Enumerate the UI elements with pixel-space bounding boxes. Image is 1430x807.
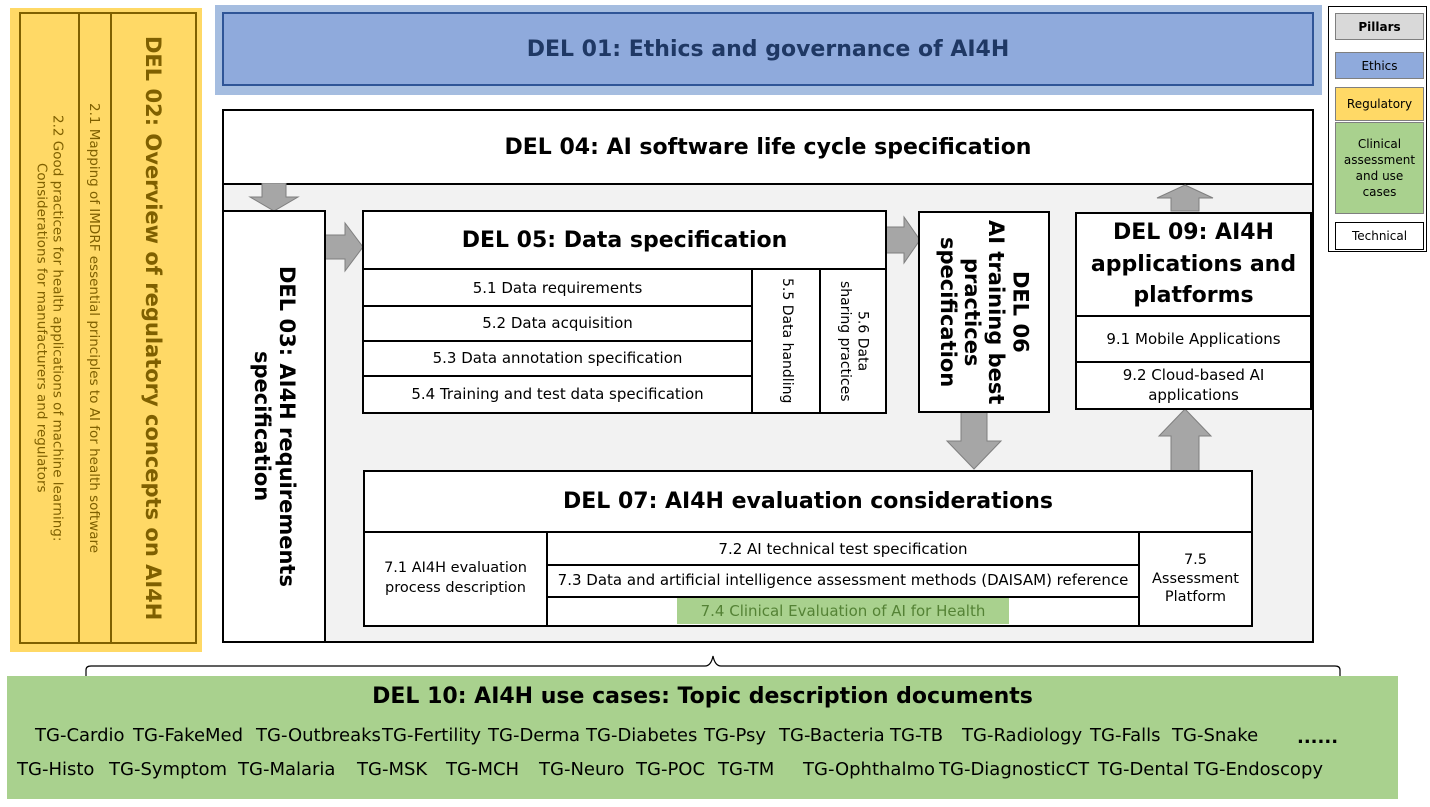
arrow-right-icon	[325, 221, 364, 273]
legend-technical: Technical	[1335, 222, 1424, 250]
arrow-up-icon	[1156, 184, 1214, 212]
topic-group: TG-Falls	[1090, 725, 1161, 746]
legend-regulatory: Regulatory	[1335, 87, 1424, 121]
topic-group: TG-Fertility	[382, 725, 482, 746]
del07-item-7-2: 7.2 AI technical test specification	[548, 533, 1138, 566]
topic-group: TG-FakeMed	[133, 725, 244, 746]
topic-group: TG-Neuro	[539, 759, 625, 780]
del02-item-2-2: 2.2 Good practices for health applicatio…	[33, 114, 66, 542]
topic-group: TG-Symptom	[109, 759, 228, 780]
topic-group: TG-Bacteria	[779, 725, 885, 746]
topic-group: TG-Diabetes	[586, 725, 698, 746]
del10-box: DEL 10: AI4H use cases: Topic descriptio…	[7, 676, 1398, 799]
del05-title: DEL 05: Data specification	[461, 227, 788, 253]
topic-group: TG-Malaria	[238, 759, 336, 780]
del07-header: DEL 07: AI4H evaluation considerations	[365, 472, 1251, 533]
del05-item-5-2: 5.2 Data acquisition	[364, 305, 751, 342]
legend-ethics: Ethics	[1335, 52, 1424, 79]
topic-group: TG-TB	[890, 725, 944, 746]
del02-sub1-column: 2.1 Mapping of IMDRF essential principle…	[78, 14, 112, 642]
arrow-down-icon	[248, 183, 300, 212]
arrow-up-icon	[1157, 408, 1213, 472]
arrow-right-icon	[886, 215, 921, 265]
topic-group: TG-DiagnosticCT	[939, 759, 1090, 780]
topic-group: TG-Cardio	[35, 725, 125, 746]
topic-group: TG-TM	[718, 759, 775, 780]
del10-title: DEL 10: AI4H use cases: Topic descriptio…	[372, 684, 1033, 709]
del01-title: DEL 01: Ethics and governance of AI4H	[526, 36, 1010, 62]
topic-group: TG-MSK	[357, 759, 428, 780]
del02-title-column: DEL 02: Overview of regulatory concepts …	[110, 14, 195, 642]
del04-title: DEL 04: AI software life cycle specifica…	[504, 134, 1032, 160]
del05-header: DEL 05: Data specification	[364, 212, 885, 270]
curly-brace-icon	[85, 655, 1341, 682]
topic-group: TG-Derma	[488, 725, 581, 746]
del02-pillar: 2.2 Good practices for health applicatio…	[19, 12, 197, 644]
topic-group: TG-Psy	[704, 725, 767, 746]
del07-title: DEL 07: AI4H evaluation considerations	[562, 489, 1054, 514]
topic-group: TG-Outbreaks	[256, 725, 381, 746]
del02-title: DEL 02: Overview of regulatory concepts …	[141, 35, 166, 621]
topic-group: TG-POC	[636, 759, 706, 780]
del02-item-2-1: 2.1 Mapping of IMDRF essential principle…	[86, 102, 103, 554]
topic-group: TG-Histo	[17, 759, 95, 780]
del05-box: DEL 05: Data specification 5.1 Data requ…	[362, 210, 887, 414]
arrow-down-icon	[945, 411, 1003, 470]
del05-item-5-1: 5.1 Data requirements	[364, 270, 751, 307]
del01-pillar: DEL 01: Ethics and governance of AI4H	[222, 12, 1314, 86]
del09-item-9-1: 9.1 Mobile Applications	[1077, 317, 1310, 363]
del05-item-5-3: 5.3 Data annotation specification	[364, 340, 751, 377]
del07-item-7-4-label: 7.4 Clinical Evaluation of AI for Health	[676, 597, 1010, 624]
del04-box: DEL 04: AI software life cycle specifica…	[222, 109, 1314, 185]
del05-item-5-4: 5.4 Training and test data specification	[411, 384, 704, 403]
topic-group-more: ......	[1297, 727, 1339, 748]
topic-group: TG-Snake	[1172, 725, 1259, 746]
topic-group: TG-Dental	[1098, 759, 1189, 780]
legend-pillars: Pillars	[1335, 13, 1424, 40]
del07-box: DEL 07: AI4H evaluation considerations 7…	[363, 470, 1253, 627]
topic-group: TG-Radiology	[962, 725, 1083, 746]
del05-item-5-5: 5.5 Data handling	[751, 270, 821, 412]
del07-item-7-4: 7.4 Clinical Evaluation of AI for Health	[548, 596, 1138, 625]
topic-group: TG-Ophthalmo	[803, 759, 935, 780]
del05-item-5-5-label: 5.5 Data handling	[778, 278, 795, 404]
del07-item-7-3: 7.3 Data and artificial intelligence ass…	[548, 564, 1138, 598]
del02-sub2-column: 2.2 Good practices for health applicatio…	[21, 14, 80, 642]
topic-group: TG-Endoscopy	[1194, 759, 1324, 780]
topic-group: TG-MCH	[446, 759, 520, 780]
